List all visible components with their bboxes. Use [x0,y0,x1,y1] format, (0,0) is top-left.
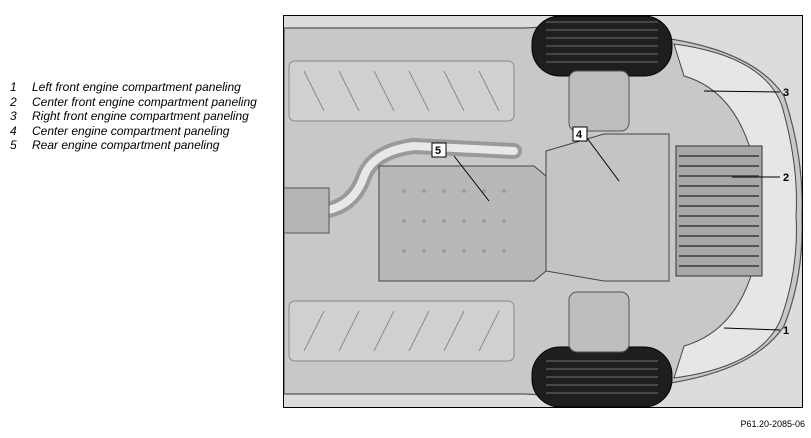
legend-item-1: 1 Left front engine compartment paneling [10,80,270,95]
wheel-top [531,16,673,77]
legend-item-3: 3 Right front engine compartment panelin… [10,109,270,124]
callout-5: 5 [435,145,441,157]
paneling-texture [402,189,506,253]
legend-number: 3 [10,109,17,123]
suspension [568,70,630,353]
legend-text: Center engine compartment paneling [32,123,230,138]
legend-number: 5 [10,138,17,152]
legend-item-5: 5 Rear engine compartment paneling [10,138,270,153]
legend-text: Left front engine compartment paneling [32,80,241,94]
callout-1: 1 [783,325,789,337]
legend-list: 1 Left front engine compartment paneling… [10,80,270,153]
legend-text: Right front engine compartment paneling [32,109,249,123]
callout-5-box [431,142,447,158]
floor-ribs-bottom [288,300,515,362]
legend-text: Center front engine compartment paneling [32,94,257,109]
center-engine-paneling [545,133,670,282]
figure-caption: P61.20-2085-06 [740,419,805,429]
callout-4-box [572,126,588,142]
legend-text: Rear engine compartment paneling [32,138,220,152]
callout-4: 4 [576,129,583,141]
legend-item-4: 4 Center engine compartment paneling [10,124,270,139]
underbody-illustration: 5 4 3 2 1 [284,16,802,407]
rear-engine-paneling [378,165,547,282]
center-front-paneling [675,145,763,277]
underbody-figure: 5 4 3 2 1 [283,15,803,408]
legend-number: 1 [10,80,17,94]
callout-lines [453,90,781,331]
legend-number: 2 [10,94,17,109]
exhaust-pipe-highlight [284,141,518,215]
floor-ribs-top [288,60,515,122]
callout-2: 2 [783,172,789,184]
legend-item-2: 2 Center front engine compartment paneli… [10,95,270,110]
muffler [284,187,330,234]
legend-number: 4 [10,123,17,138]
callout-3: 3 [783,87,789,99]
wheel-bottom [531,346,673,407]
